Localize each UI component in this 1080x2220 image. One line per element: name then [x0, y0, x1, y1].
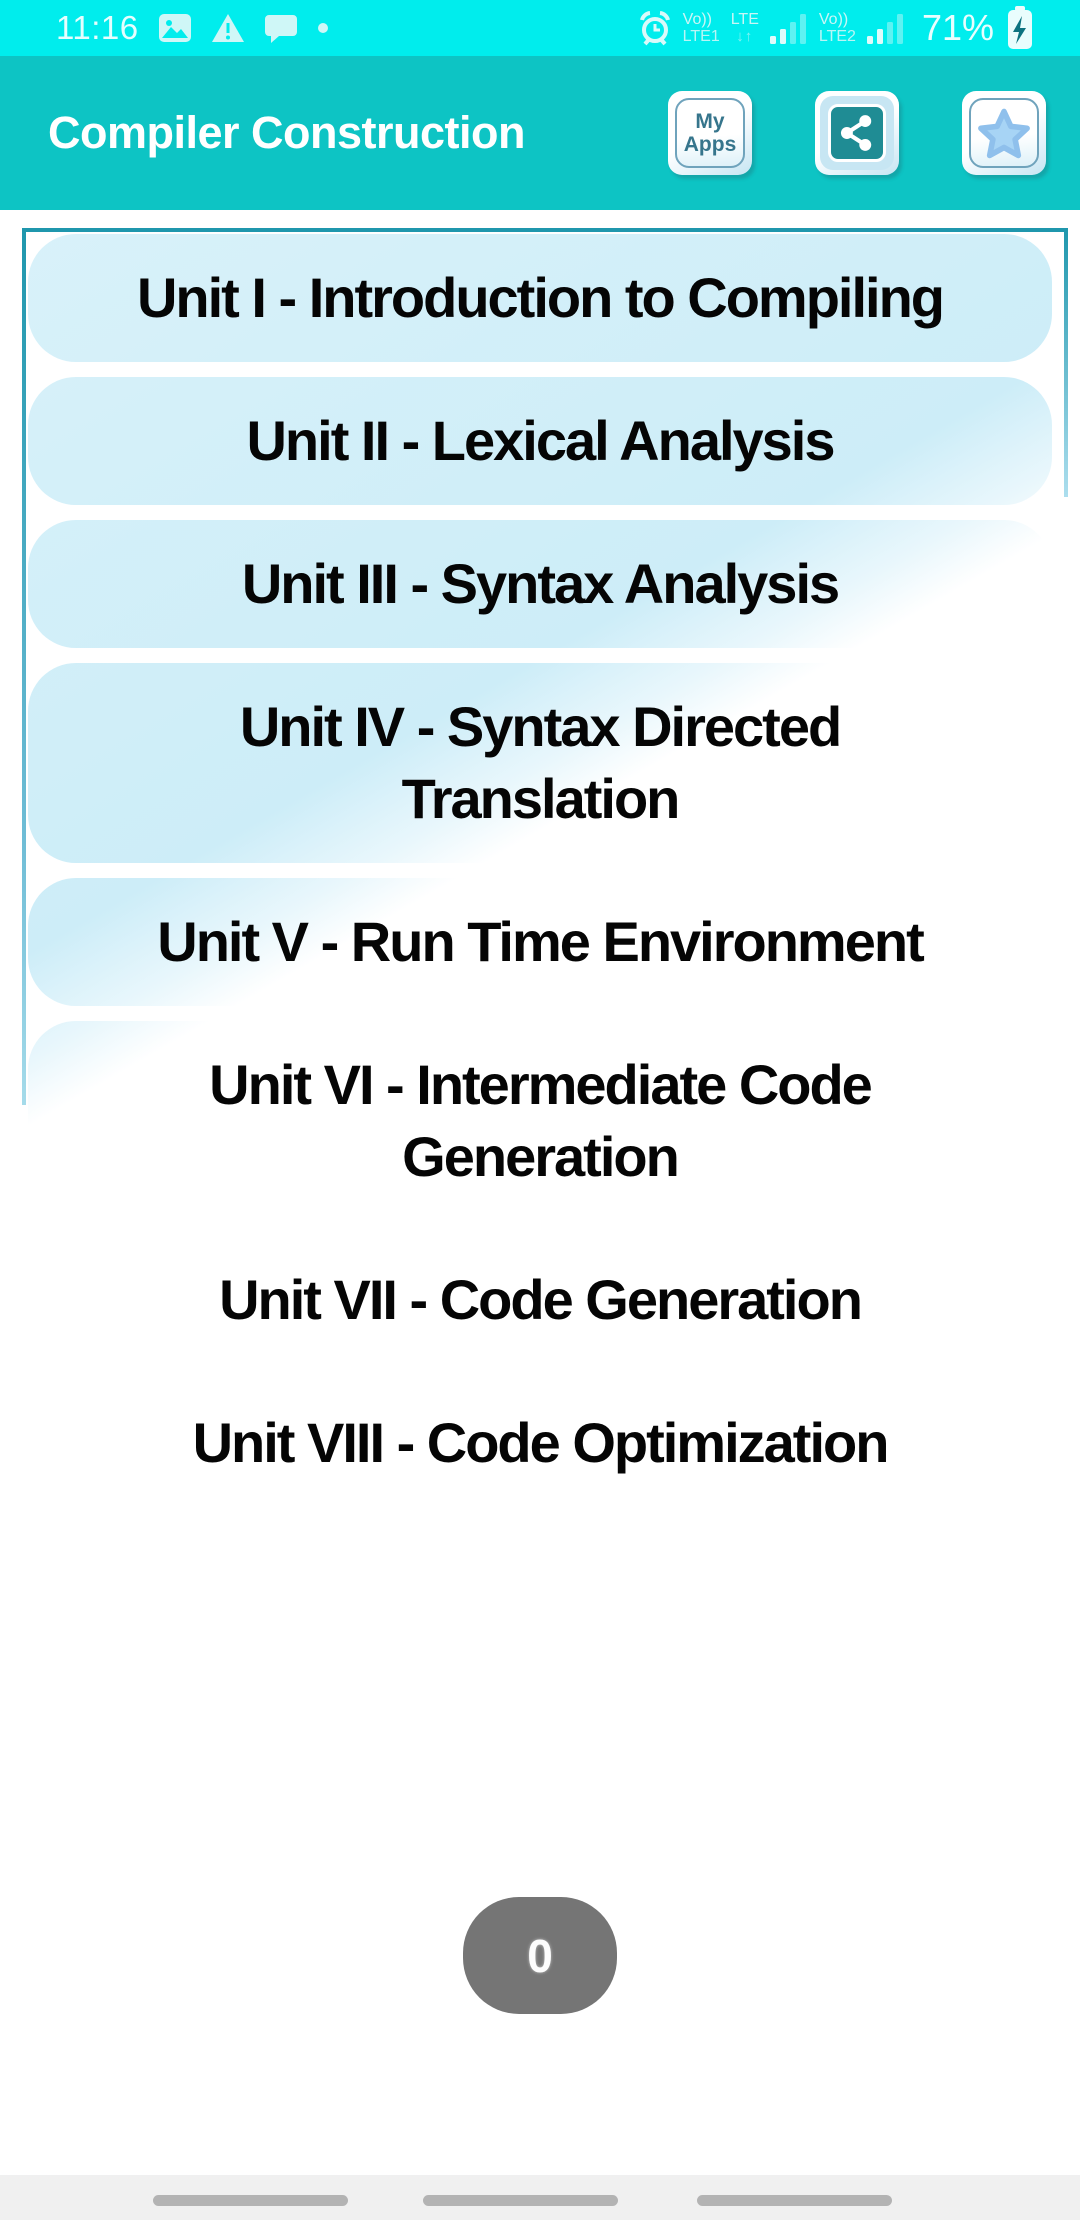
unit-7-label: Unit VII - Code Generation — [219, 1268, 863, 1331]
chat-icon — [264, 13, 298, 43]
status-bar: 11:16 — [0, 0, 1080, 56]
sim2-volte-indicator: Vo)) LTE2 — [818, 11, 856, 45]
unit-2-button[interactable]: Unit II - Lexical Analysis — [28, 377, 1052, 505]
signal-bars-sim1-icon — [769, 11, 808, 45]
my-apps-button[interactable]: My Apps — [668, 91, 752, 175]
status-left: 11:16 — [56, 0, 329, 56]
my-apps-label: My Apps — [683, 110, 737, 156]
signal-bars-sim2-icon — [866, 11, 905, 45]
panel-border-top — [22, 228, 1068, 232]
share-button[interactable] — [815, 91, 899, 175]
page-title: Compiler Construction — [48, 107, 526, 158]
unit-4-button[interactable]: Unit IV - Syntax Directed Translation — [28, 663, 1052, 863]
unit-6-label: Unit VI - Intermediate Code Generation — [209, 1053, 873, 1188]
star-icon — [974, 104, 1034, 162]
unit-1-button[interactable]: Unit I - Introduction to Compiling — [28, 234, 1052, 362]
unit-8-button[interactable]: Unit VIII - Code Optimization — [28, 1379, 1052, 1507]
panel-border-left — [22, 228, 26, 1105]
favorite-button[interactable] — [962, 91, 1046, 175]
unit-2-label: Unit II - Lexical Analysis — [246, 409, 835, 472]
share-button-face — [828, 104, 886, 162]
unit-7-button[interactable]: Unit VII - Code Generation — [28, 1236, 1052, 1364]
nav-back-handle[interactable] — [697, 2195, 892, 2206]
share-icon — [835, 111, 879, 155]
notification-dot-icon — [317, 22, 329, 34]
favorite-button-face — [969, 98, 1039, 168]
unit-6-button[interactable]: Unit VI - Intermediate Code Generation — [28, 1021, 1052, 1221]
unit-1-label: Unit I - Introduction to Compiling — [136, 266, 945, 329]
share-button-frame — [820, 96, 894, 170]
warning-icon — [211, 13, 245, 43]
image-icon — [158, 13, 192, 43]
gesture-nav-bar — [0, 2175, 1080, 2220]
app-bar: Compiler Construction My Apps — [0, 56, 1080, 210]
unit-5-label: Unit V - Run Time Environment — [157, 910, 924, 973]
unit-4-label: Unit IV - Syntax Directed Translation — [239, 695, 842, 830]
unit-8-label: Unit VIII - Code Optimization — [192, 1411, 890, 1474]
mobile-data-indicator: LTE ↓↑ — [730, 11, 759, 45]
clock-text: 11:16 — [56, 9, 139, 46]
counter-badge[interactable]: 0 — [463, 1897, 617, 2014]
my-apps-button-face: My Apps — [675, 98, 745, 168]
unit-list: Unit I - Introduction to Compiling Unit … — [22, 234, 1068, 1522]
unit-3-button[interactable]: Unit III - Syntax Analysis — [28, 520, 1052, 648]
panel-border-right — [1064, 228, 1068, 497]
appbar-actions: My Apps — [668, 91, 1046, 175]
sim1-volte-indicator: Vo)) LTE1 — [682, 11, 720, 45]
nav-home-handle[interactable] — [423, 2195, 618, 2206]
unit-5-button[interactable]: Unit V - Run Time Environment — [28, 878, 1052, 1006]
status-right: Vo)) LTE1 LTE ↓↑ Vo)) LTE2 — [638, 0, 1035, 56]
battery-charging-icon — [1005, 5, 1035, 51]
nav-recents-handle[interactable] — [153, 2195, 348, 2206]
unit-list-panel: Unit I - Introduction to Compiling Unit … — [22, 228, 1068, 2163]
counter-badge-value: 0 — [527, 1929, 553, 1982]
alarm-clock-icon — [638, 10, 672, 46]
unit-3-label: Unit III - Syntax Analysis — [241, 552, 840, 615]
battery-percent-text: 71% — [921, 7, 994, 48]
